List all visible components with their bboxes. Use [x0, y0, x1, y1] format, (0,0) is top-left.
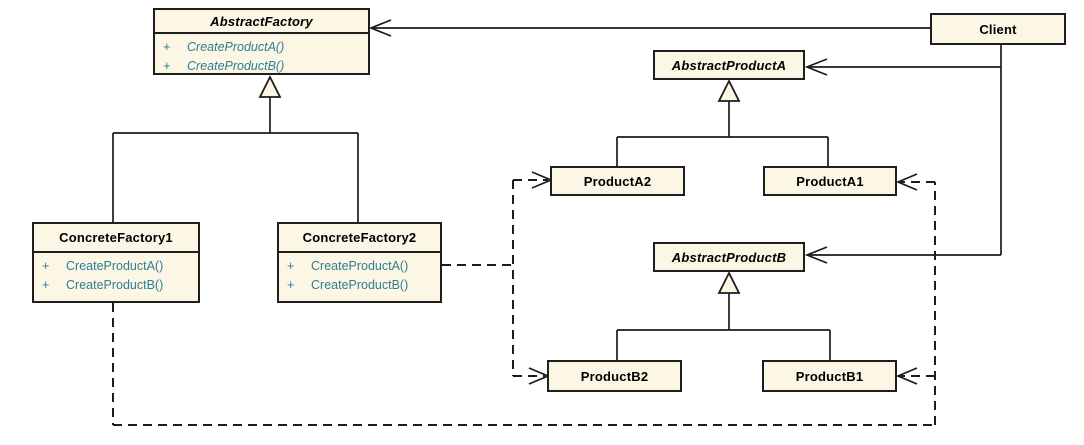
generalization-factories-tree — [113, 97, 358, 223]
open-arrowhead-icon — [371, 20, 391, 36]
method-signature: CreateProductA() — [187, 40, 285, 54]
class-abstractfactory: AbstractFactory + CreateProductA() + Cre… — [153, 8, 370, 75]
method-row: + CreateProductA() — [42, 257, 192, 276]
method-visibility: + — [42, 278, 50, 292]
class-title: ConcreteFactory1 — [34, 224, 198, 253]
class-title: AbstractProductB — [671, 249, 787, 265]
class-concretefactory1: ConcreteFactory1 + CreateProductA() + Cr… — [32, 222, 200, 303]
class-abstractproducta: AbstractProductA — [653, 50, 805, 80]
open-arrowhead-icon — [807, 247, 827, 263]
method-visibility: + — [163, 40, 171, 54]
class-abstractproductb: AbstractProductB — [653, 242, 805, 272]
method-visibility: + — [42, 259, 50, 273]
method-signature: CreateProductB() — [311, 278, 409, 292]
class-title: ProductA2 — [583, 173, 652, 189]
open-arrowhead-icon — [807, 59, 827, 75]
method-signature: CreateProductB() — [187, 59, 285, 73]
class-producta2: ProductA2 — [550, 166, 685, 196]
class-title: ProductB2 — [580, 368, 649, 384]
dependency-concretefactory2-products — [442, 180, 548, 376]
method-visibility: + — [163, 59, 171, 73]
class-concretefactory2: ConcreteFactory2 + CreateProductA() + Cr… — [277, 222, 442, 303]
class-title: ProductA1 — [796, 173, 864, 189]
open-arrowhead-icon — [898, 368, 917, 384]
method-visibility: + — [287, 259, 295, 273]
generalization-triangle-icon — [719, 81, 739, 101]
method-row: + CreateProductB() — [42, 276, 192, 295]
class-methods: + CreateProductA() + CreateProductB() — [34, 253, 198, 295]
class-producta1: ProductA1 — [763, 166, 897, 196]
dependency-concretefactory1-products — [113, 182, 935, 425]
method-visibility: + — [287, 278, 295, 292]
class-title: AbstractProductA — [671, 57, 787, 73]
class-productb2: ProductB2 — [547, 360, 682, 392]
class-methods: + CreateProductA() + CreateProductB() — [279, 253, 440, 295]
association-client-abstractproducts — [808, 45, 1001, 255]
method-row: + CreateProductB() — [287, 276, 434, 295]
generalization-triangle-icon — [719, 273, 739, 293]
class-client: Client — [930, 13, 1066, 45]
generalization-producta-tree — [617, 101, 828, 166]
class-title: Client — [979, 21, 1017, 37]
class-title: ProductB1 — [795, 368, 864, 384]
open-arrowhead-icon — [898, 174, 917, 190]
method-row: + CreateProductA() — [287, 257, 434, 276]
method-signature: CreateProductA() — [66, 259, 164, 273]
method-row: + CreateProductB() — [163, 57, 362, 76]
class-methods: + CreateProductA() + CreateProductB() — [155, 34, 368, 76]
class-title: AbstractFactory — [155, 10, 368, 34]
class-title: ConcreteFactory2 — [279, 224, 440, 253]
generalization-triangle-icon — [260, 77, 280, 97]
method-signature: CreateProductB() — [66, 278, 164, 292]
method-signature: CreateProductA() — [311, 259, 409, 273]
generalization-productb-tree — [617, 293, 830, 361]
method-row: + CreateProductA() — [163, 38, 362, 57]
class-productb1: ProductB1 — [762, 360, 897, 392]
